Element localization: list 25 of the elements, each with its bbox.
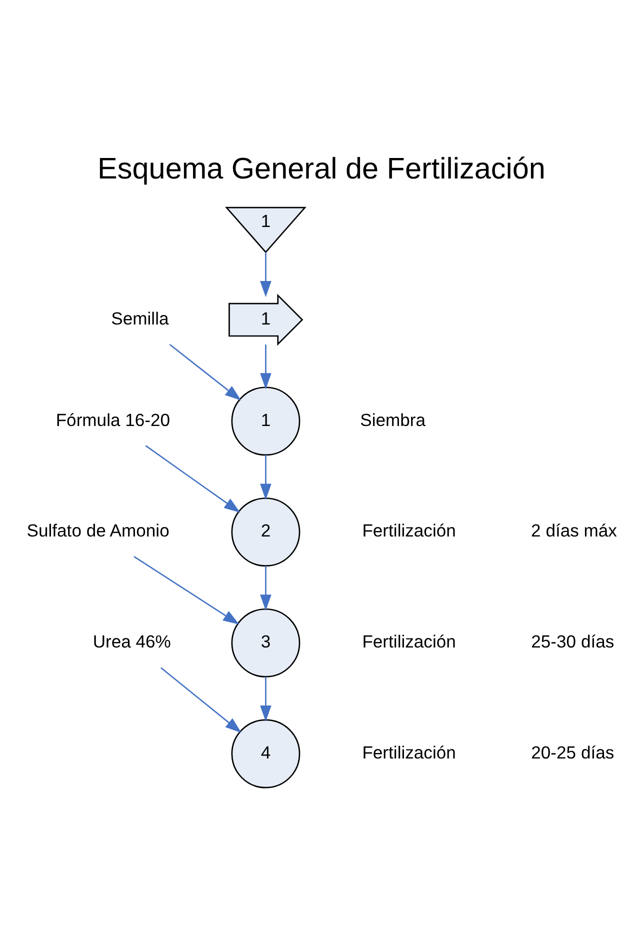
arrow bbox=[260, 676, 272, 722]
node-circle: 2 bbox=[231, 498, 300, 567]
node-circle: 1 bbox=[231, 386, 300, 456]
node-text: Urea 46% bbox=[92, 632, 171, 652]
arrow bbox=[260, 454, 272, 500]
node-label: Fertilización bbox=[362, 632, 456, 652]
node-label: Siembra bbox=[360, 410, 426, 430]
node-label: Fertilización bbox=[362, 520, 456, 541]
arrow bbox=[160, 667, 242, 733]
node-circle: 3 bbox=[231, 608, 300, 678]
arrow bbox=[145, 445, 240, 513]
arrow bbox=[134, 556, 240, 625]
node-text: Sulfato de Amonio bbox=[26, 520, 170, 541]
node-label: Fertilización bbox=[362, 742, 456, 762]
arrow bbox=[169, 344, 242, 401]
arrow bbox=[260, 566, 272, 611]
label: 25-30 días bbox=[531, 632, 614, 652]
arrow bbox=[260, 344, 272, 390]
diagram-title: Esquema General de Fertilización bbox=[98, 152, 546, 186]
arrow bbox=[260, 252, 272, 298]
node-circle: 4 bbox=[231, 719, 300, 788]
label: 20-25 días bbox=[531, 742, 614, 762]
node-text: Semilla bbox=[111, 308, 169, 328]
node-text: Fórmula 16-20 bbox=[56, 410, 170, 430]
label: 2 días máx bbox=[531, 520, 617, 541]
